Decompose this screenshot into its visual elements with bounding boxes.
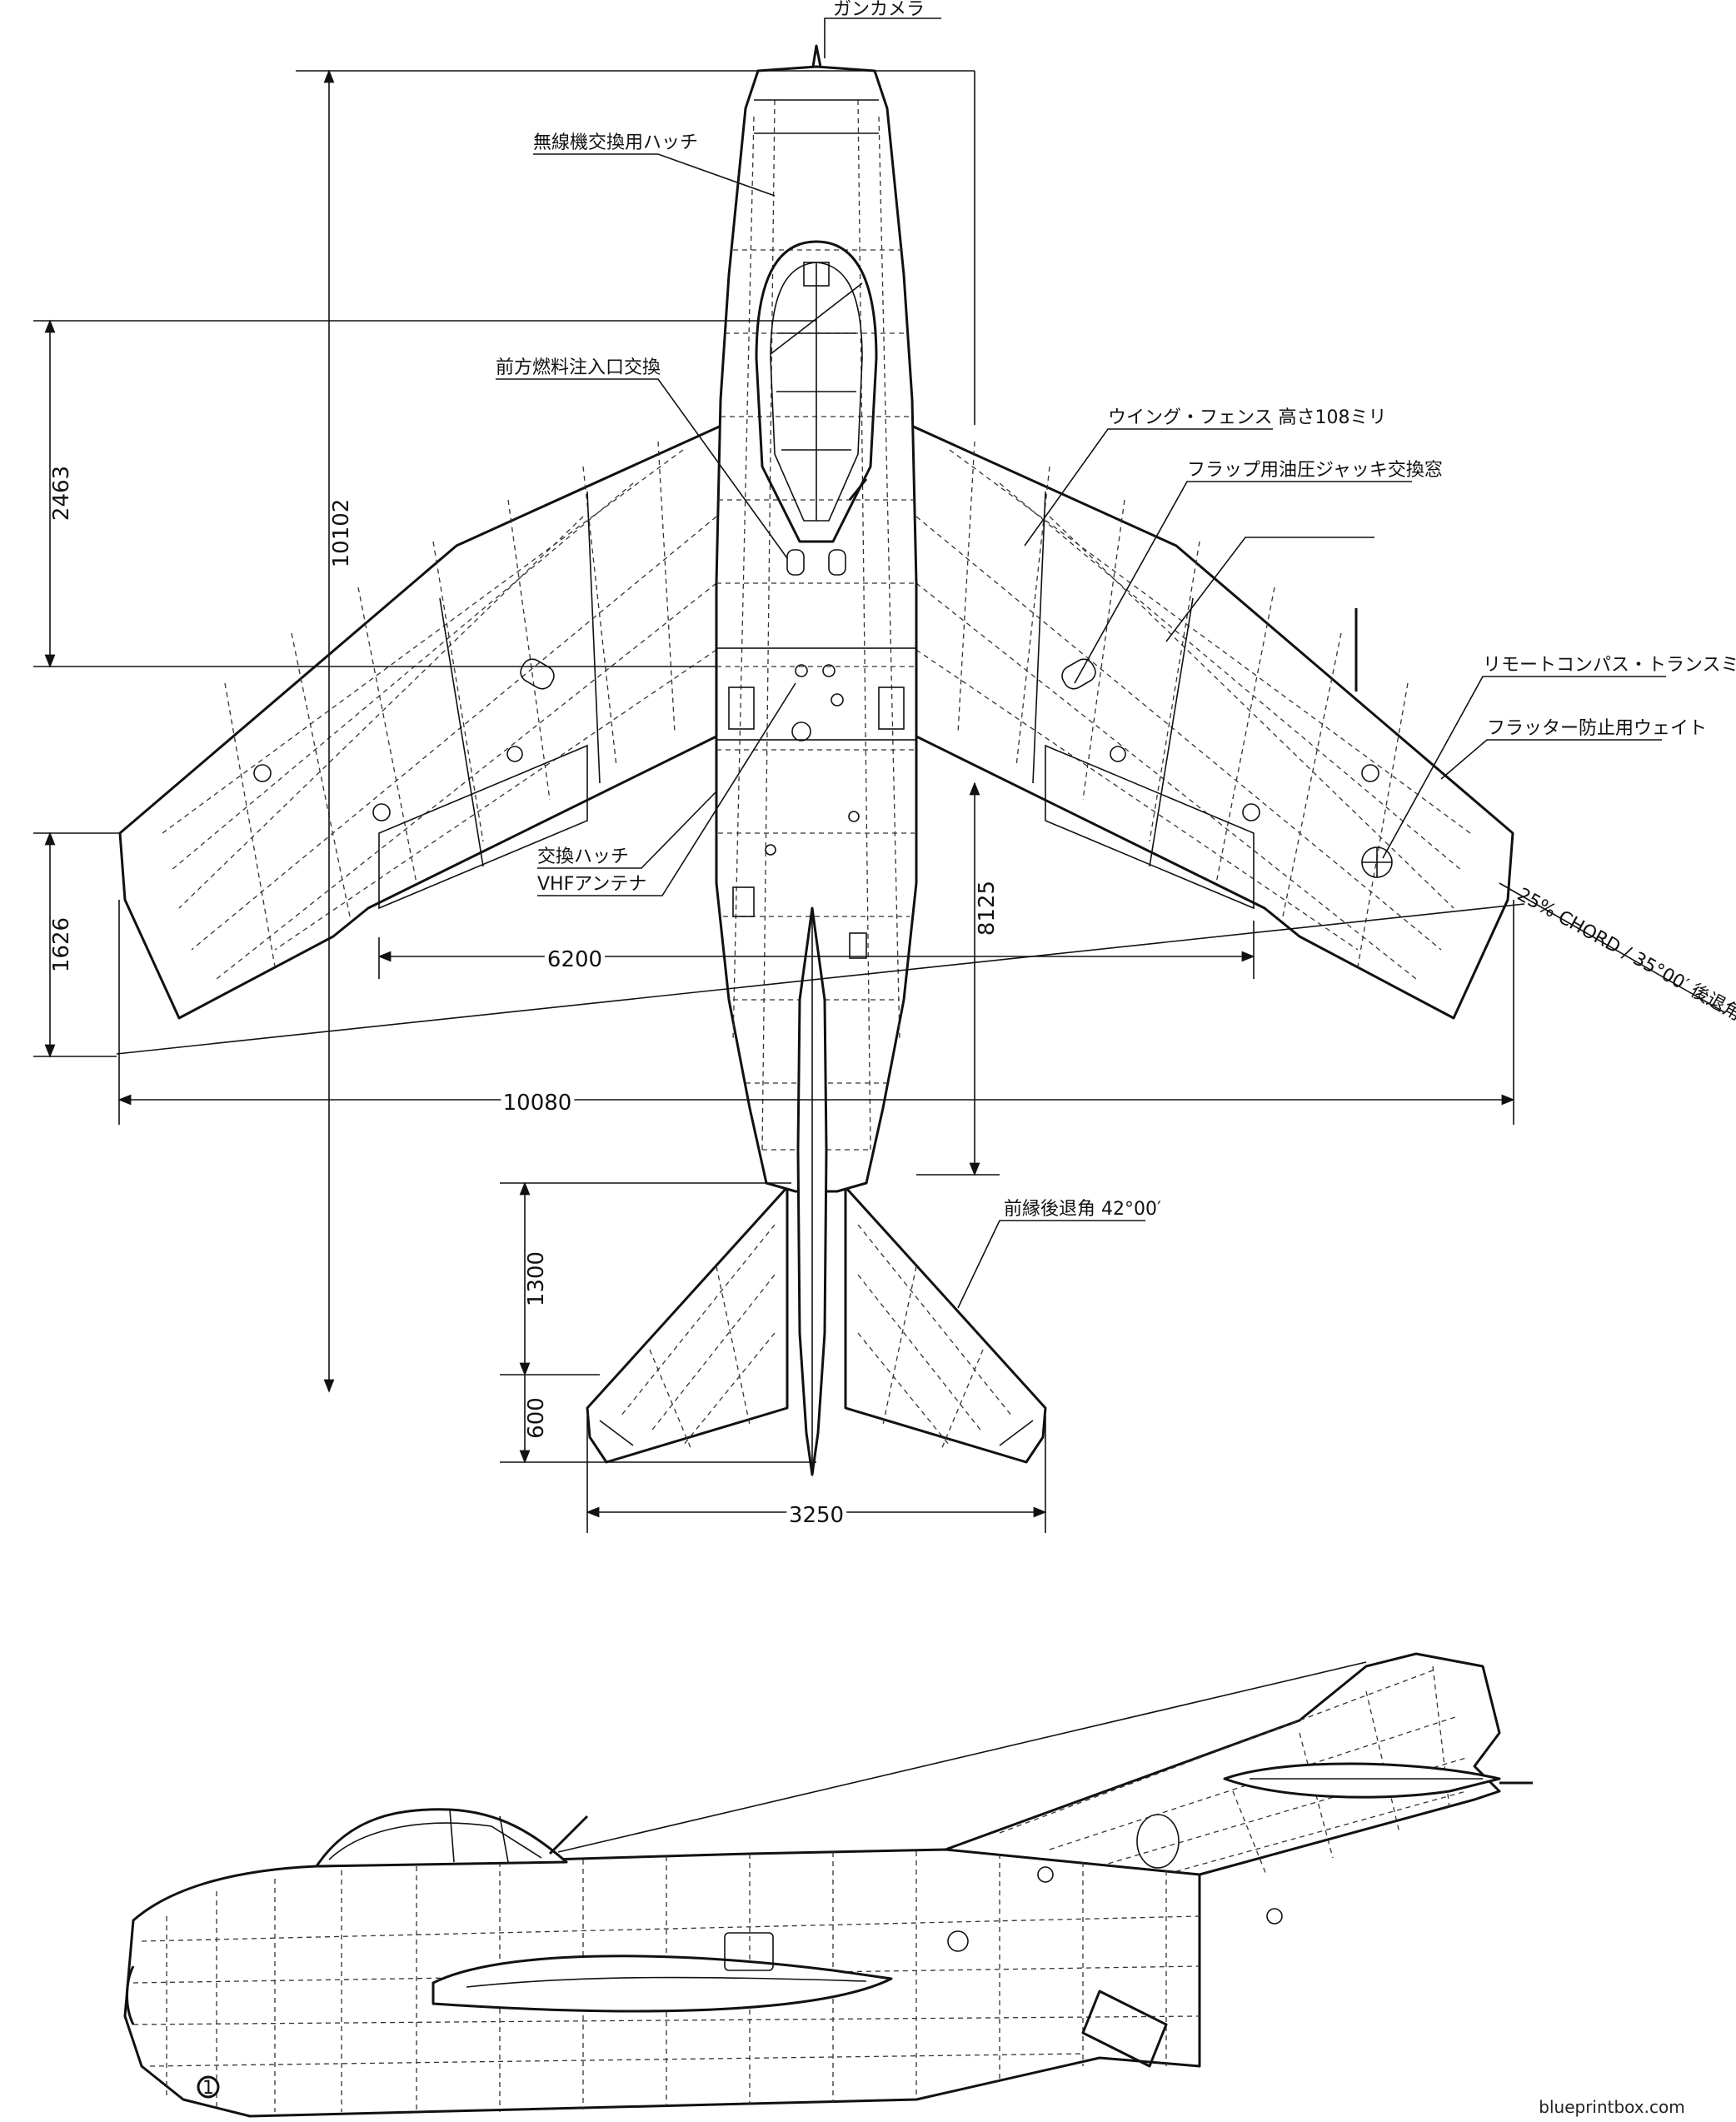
side-view-insignia: 1 [202,2078,214,2099]
dim-tail-chord: 1300 [524,1251,549,1306]
callout-instrument-hatch: 無線機交換用ハッチ [533,132,698,153]
watermark: blueprintbox.com [1539,2097,1684,2117]
horizontal-tail [586,1186,1047,1464]
callout-wing-fence-108: ウイング・フェンス 高さ108ミリ [1108,407,1387,428]
main-wing-left [118,423,725,1020]
dim-tail-tip: 600 [524,1397,549,1439]
dim-nose-to-tail: 8125 [975,881,1000,936]
dim-tail-span: 3250 [789,1503,844,1528]
callout-flutter-weight: フラッター防止用ウェイト [1487,718,1707,739]
dim-tip-chord: 1626 [49,917,74,972]
dim-overall-length: 10102 [329,499,354,568]
callout-chord-sweep: 25% CHORD / 35°00′ 後退角 [1514,884,1736,1025]
dim-flap-span: 6200 [547,947,602,972]
top-view: 10102 2463 1626 6200 10080 8125 1300 600… [33,0,1736,1533]
dim-wingspan: 10080 [503,1091,572,1116]
dim-wing-root-offset: 2463 [49,466,74,521]
callout-exchange-hatch: 交換ハッチ [537,846,629,867]
fuselage-top [715,44,918,1476]
callout-vhf-antenna: VHFアンテナ [537,874,646,895]
main-wing-right [908,423,1514,1020]
callout-forward-fuel-inlet: 前方燃料注入口交換 [496,357,661,378]
side-view: 1 [123,1652,1533,2118]
callout-gun-camera: ガンカメラ [833,0,925,20]
top-view-dimensions: 10102 2463 1626 6200 10080 8125 1300 600… [33,69,1725,1533]
callout-tail-sweep: 前縁後退角 42°00′ [1004,1199,1161,1220]
callout-flap-jack-hatch: フラップ用油圧ジャッキ交換窓 [1187,460,1443,481]
callout-remote-compass: リモートコンパス・トランスミッター [1483,655,1736,676]
